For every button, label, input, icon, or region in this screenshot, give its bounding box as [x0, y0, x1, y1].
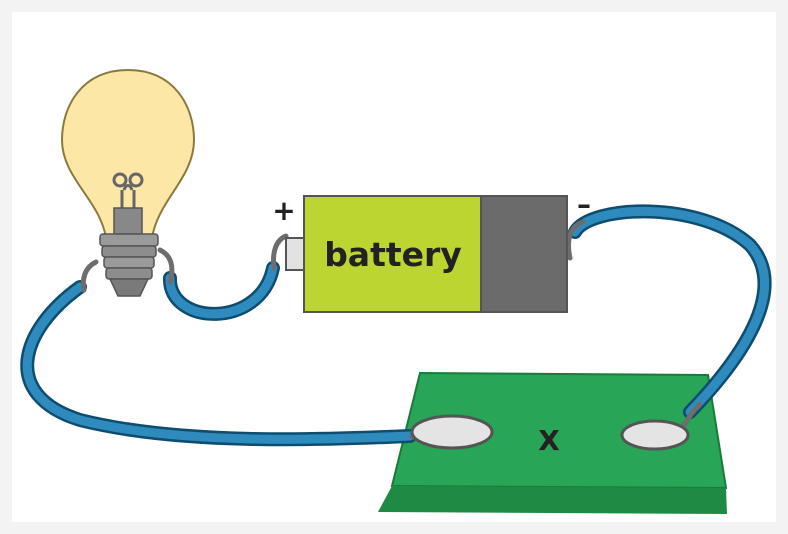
board-front-edge — [378, 486, 727, 514]
battery-plus-clip — [271, 233, 289, 271]
left-contact-disc — [410, 414, 494, 450]
bulb-base — [99, 233, 159, 297]
filament-support — [113, 207, 143, 235]
right-board-clip — [681, 401, 703, 429]
board: X — [378, 371, 728, 514]
battery-negative-section — [480, 195, 568, 313]
light-bulb-icon — [60, 68, 196, 297]
wires — [20, 204, 772, 447]
board-contacts — [410, 414, 690, 451]
bulb-right-clip — [157, 247, 175, 285]
board-label: X — [538, 424, 560, 457]
battery: battery + – — [272, 188, 591, 313]
battery-plus-sign: + — [272, 194, 295, 227]
wire-bulb-to-battery — [165, 263, 278, 319]
battery-label: battery — [324, 235, 462, 274]
wire-bulb-to-board — [22, 282, 415, 444]
wire-battery-to-board — [570, 206, 770, 417]
battery-minus-sign: – — [577, 188, 591, 221]
right-contact-disc — [620, 419, 690, 451]
bulb-left-clip — [80, 259, 99, 293]
battery-minus-clip — [566, 219, 586, 261]
